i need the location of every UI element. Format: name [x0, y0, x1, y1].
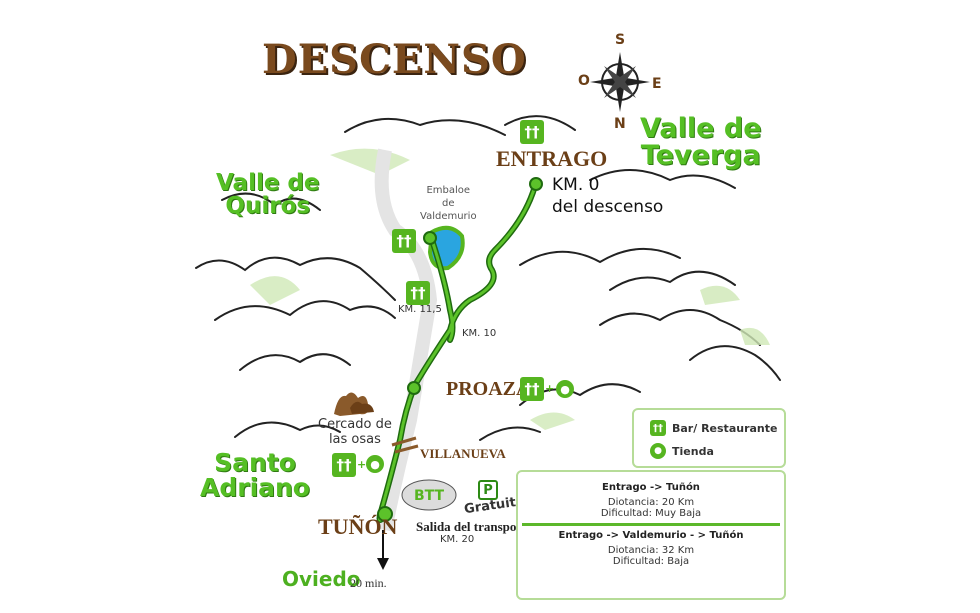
legend-tienda-label: Tienda	[672, 444, 714, 458]
btt-text: BTT	[414, 488, 445, 504]
valley-teverga: Valle de Teverga	[640, 115, 762, 169]
km10-label: KM. 10	[462, 328, 497, 339]
cart-icon: ●	[366, 455, 384, 473]
compass-s-label: S	[615, 32, 626, 48]
road-outline	[374, 148, 438, 532]
valley-teverga-line2: Teverga	[640, 140, 761, 171]
cart-icon: ●	[650, 443, 666, 459]
fork-knife-icon: ††	[406, 281, 430, 305]
compass-rose-icon	[590, 52, 650, 112]
fork-knife-icon: ††	[650, 420, 666, 436]
transport-departure-label: Salida del transporte	[416, 519, 533, 534]
km20-label: KM. 20	[440, 534, 475, 545]
valley-santo-adriano: Santo Adriano	[200, 450, 310, 500]
point-tunon	[377, 506, 393, 522]
legend-row-bar: †† Bar/ Restaurante	[650, 420, 777, 436]
legend-bar-label: Bar/ Restaurante	[672, 421, 778, 435]
km115-label: KM. 11,5	[398, 304, 442, 315]
point-reservoir	[423, 231, 437, 245]
bear-enclosure-line2: las osas	[328, 431, 381, 447]
route-2-name: Entrago -> Valdemurio - > Tuñón	[558, 530, 744, 541]
valley-santo-line1: Santo	[214, 448, 296, 477]
reservoir-line1: Embaloe	[426, 185, 471, 196]
valley-quiros-line2: Quirós	[225, 193, 311, 219]
town-entrago: ENTRAGO	[496, 146, 608, 171]
cart-icon: ●	[556, 380, 574, 398]
km0-label: KM. 0 del descenso	[552, 174, 663, 218]
oviedo-time: 20 min.	[350, 576, 387, 590]
route-1-distance: Diotancia: 20 Km	[607, 497, 695, 508]
point-km0	[529, 177, 543, 191]
town-villanueva: VILLANUEVA	[420, 446, 506, 461]
valley-teverga-line1: Valle de	[640, 113, 762, 144]
bridge-icon	[391, 436, 419, 454]
valley-quiros-line1: Valle de	[216, 170, 320, 196]
valley-santo-line2: Adriano	[200, 473, 310, 502]
plus-sign: +	[357, 458, 367, 471]
oviedo-label: Oviedo	[282, 567, 361, 591]
route-separator	[522, 523, 780, 526]
point-proaza	[407, 381, 421, 395]
reservoir-line3: Valdemurio	[420, 211, 477, 222]
reservoir-label: Embaloe de Valdemurio	[420, 184, 477, 223]
reservoir-line2: de	[442, 198, 455, 209]
plus-sign: +	[545, 382, 555, 395]
direction-arrow-oviedo	[377, 530, 389, 570]
bear-enclosure-label: Cercado de las osas	[318, 417, 392, 448]
km0-line2: del descenso	[552, 197, 664, 218]
fork-knife-icon: ††	[392, 229, 416, 253]
bear-enclosure-icon	[334, 392, 374, 416]
route-2-difficulty: Dificultad: Baja	[612, 556, 690, 567]
fork-knife-icon: ††	[520, 377, 544, 401]
parking-icon: P	[478, 480, 498, 500]
map-title: DESCENSO	[262, 36, 527, 83]
town-tunon: TUÑÓN	[318, 514, 398, 539]
route-2-distance: Diotancia: 32 Km	[607, 545, 695, 556]
town-proaza: PROAZA	[446, 378, 531, 400]
compass-o-label: O	[578, 73, 590, 89]
compass-e-label: E	[652, 76, 662, 92]
mountains	[195, 115, 781, 441]
legend-row-tienda: ● Tienda	[650, 443, 714, 459]
route-1-name: Entrago -> Tuñón	[602, 482, 700, 493]
bear-enclosure-line1: Cercado de	[318, 417, 392, 432]
fork-knife-icon: ††	[332, 453, 356, 477]
km0-line1: KM. 0	[552, 175, 600, 195]
btt-logo: BTT	[401, 479, 457, 511]
route-1-difficulty: Dificultad: Muy Baja	[600, 508, 702, 519]
compass-n-label: N	[614, 116, 626, 132]
fork-knife-icon: ††	[520, 120, 544, 144]
valley-quiros: Valle de Quirós	[216, 172, 320, 218]
route-info-box: Entrago -> Tuñón Diotancia: 20 Km Dificu…	[516, 470, 786, 600]
legend-box: †† Bar/ Restaurante ● Tienda	[632, 408, 786, 468]
